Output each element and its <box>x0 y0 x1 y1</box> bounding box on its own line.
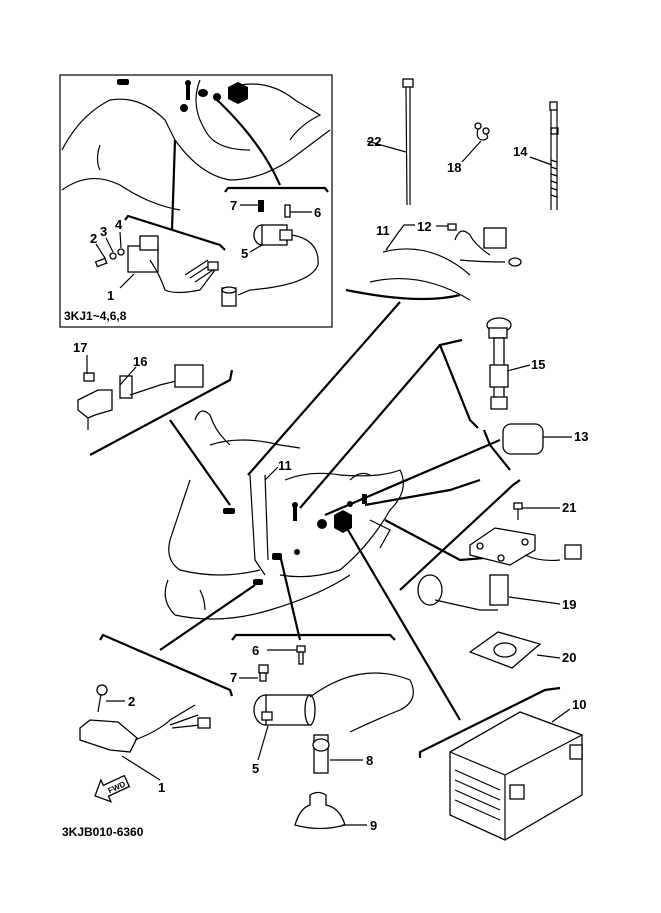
callout-10: 10 <box>572 697 586 712</box>
callout-11-top: 11 <box>376 223 390 238</box>
fuel-sender-group: 21 19 20 <box>399 479 582 669</box>
ignition-coil-group: 6 7 5 8 9 <box>230 633 414 833</box>
callout-9: 9 <box>370 818 377 833</box>
callout-22: 22 <box>367 134 381 149</box>
switch-group: 17 16 <box>73 340 234 456</box>
callout-3-inset: 3 <box>100 224 107 239</box>
callout-2: 2 <box>128 694 135 709</box>
callout-12: 12 <box>417 219 431 234</box>
callout-20: 20 <box>562 650 576 665</box>
callout-21: 21 <box>562 500 576 515</box>
fwd-arrow-icon: FWD <box>94 774 131 803</box>
inset-box <box>59 74 333 328</box>
callout-1: 1 <box>158 780 165 795</box>
callout-17: 17 <box>73 340 87 355</box>
scooter-body: 11 <box>159 301 521 721</box>
callout-2-inset: 2 <box>90 231 97 246</box>
bands-group: 22 18 14 <box>366 78 559 210</box>
cdi-unit-group: 2 1 FWD 3KJB010-6360 <box>62 633 234 839</box>
diagram-part-code: 3KJB010-6360 <box>62 825 144 839</box>
callout-7-inset: 7 <box>230 198 237 213</box>
battery-group: 10 <box>418 686 586 841</box>
callout-4-inset: 4 <box>115 217 123 232</box>
inset-callouts: 2 3 4 1 7 6 5 3KJ1~4,6,8 <box>64 198 321 323</box>
inset-model-caption: 3KJ1~4,6,8 <box>64 309 127 323</box>
callout-5-inset: 5 <box>241 246 248 261</box>
callout-19: 19 <box>562 597 576 612</box>
callout-15: 15 <box>531 357 545 372</box>
callout-7: 7 <box>230 670 237 685</box>
callout-11-mid: 11 <box>278 458 292 473</box>
oil-gauge-relay-group: 15 13 <box>438 317 588 471</box>
callout-5: 5 <box>252 761 259 776</box>
callout-1-inset: 1 <box>107 288 114 303</box>
callout-13: 13 <box>574 429 588 444</box>
callout-8: 8 <box>366 753 373 768</box>
harness-top-group: 11 12 <box>345 219 522 301</box>
callout-16: 16 <box>133 354 147 369</box>
callout-14: 14 <box>513 144 528 159</box>
callout-6-inset: 6 <box>314 205 321 220</box>
callout-18: 18 <box>447 160 461 175</box>
callout-6: 6 <box>252 643 259 658</box>
